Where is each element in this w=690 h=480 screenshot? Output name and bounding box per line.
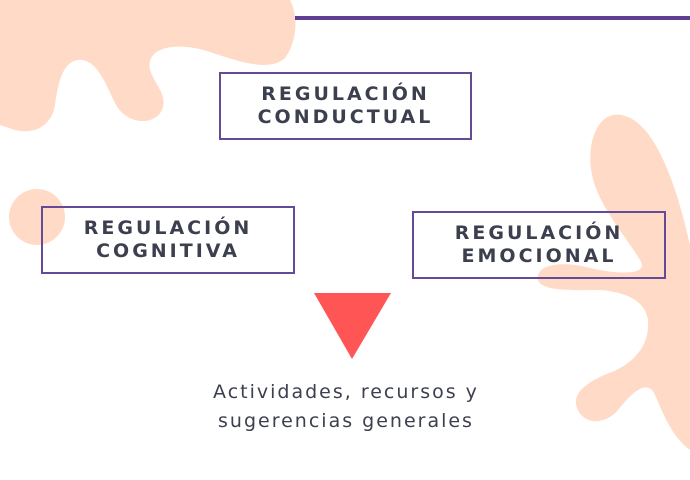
right-blob — [537, 114, 690, 451]
caption-line1: Actividades, recursos y — [213, 381, 479, 403]
box-label-line1: REGULACIÓN — [454, 222, 624, 244]
caption: Actividades, recursos y sugerencias gene… — [140, 378, 552, 436]
top-left-blob — [0, 0, 296, 132]
box-regulacion-conductual: REGULACIÓN CONDUCTUAL — [219, 72, 472, 140]
down-triangle-icon — [314, 293, 391, 359]
box-label-line2: CONDUCTUAL — [257, 106, 434, 128]
caption-line2: sugerencias generales — [218, 410, 474, 432]
top-accent-line — [295, 16, 690, 20]
box-label-line1: REGULACIÓN — [261, 83, 430, 105]
box-label-line2: COGNITIVA — [96, 240, 240, 262]
box-regulacion-emocional: REGULACIÓN EMOCIONAL — [412, 211, 666, 279]
box-label-line2: EMOCIONAL — [461, 245, 617, 267]
box-regulacion-cognitiva: REGULACIÓN COGNITIVA — [41, 206, 295, 274]
box-label-line1: REGULACIÓN — [83, 217, 253, 239]
left-circle — [9, 189, 65, 245]
